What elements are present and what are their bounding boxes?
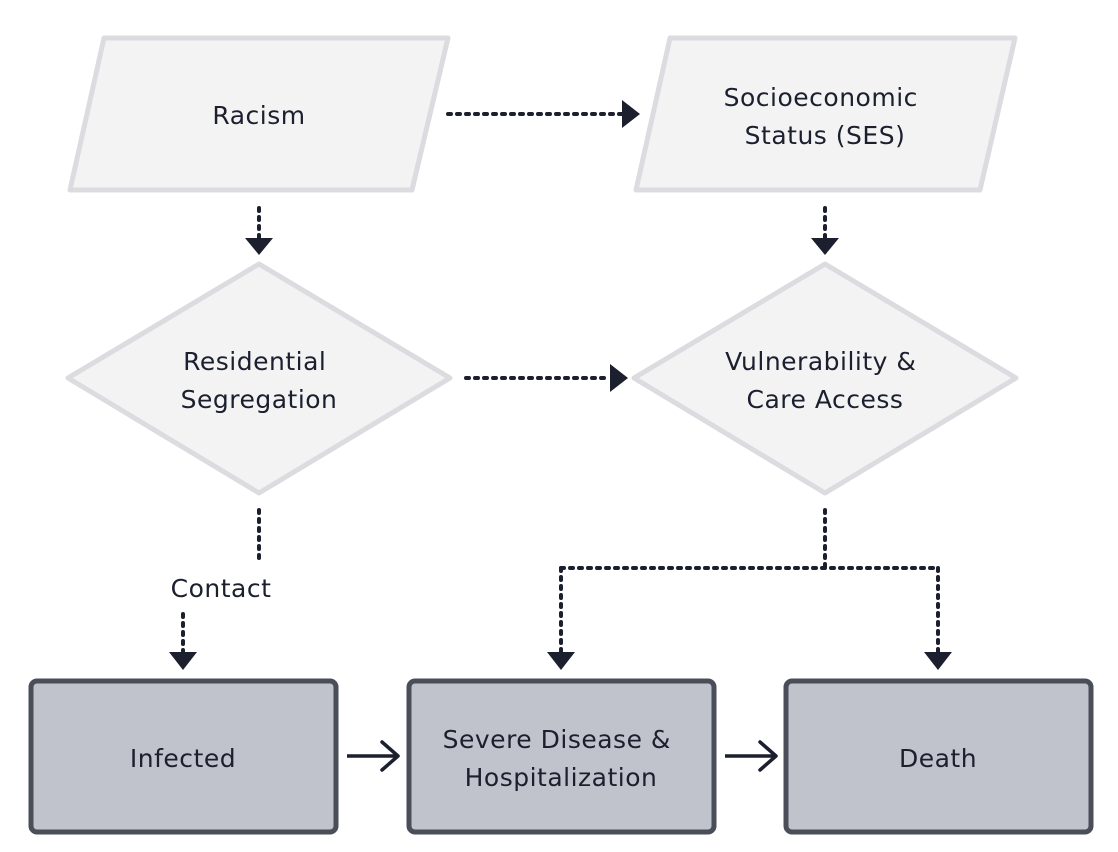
node-severe-label: Severe Disease & Hospitalization: [443, 725, 680, 792]
node-segregation-line-2: Segregation: [181, 385, 338, 414]
node-infected-label: Infected: [130, 744, 236, 773]
node-segregation-label: Residential Segregation: [181, 347, 338, 414]
edge-contact-label: Contact: [171, 574, 272, 603]
arrow-right-icon: [758, 740, 778, 772]
node-death-line-1: Death: [899, 744, 977, 773]
edge-infected-to-severe: [347, 740, 400, 772]
node-severe-line-1: Severe Disease &: [443, 725, 671, 754]
node-segregation-line-1: Residential: [183, 347, 326, 376]
node-infected-shape: [28, 678, 339, 835]
node-death-shape: [783, 678, 1094, 835]
edge-ses-to-vulnerability: [811, 206, 839, 255]
edge-severe-to-death: [725, 740, 778, 772]
node-ses-label: Socioeconomic Status (SES): [724, 83, 927, 150]
node-racism: Racism: [67, 35, 451, 193]
arrowhead-icon: [547, 652, 575, 670]
node-vulnerability: Vulnerability & Care Access: [631, 261, 1019, 496]
arrowhead-icon: [169, 652, 197, 670]
node-vulnerability-line-2: Care Access: [747, 385, 904, 414]
node-ses: Socioeconomic Status (SES): [633, 35, 1018, 193]
node-death: Death: [783, 678, 1094, 835]
node-ses-line-2: Status (SES): [745, 121, 906, 150]
arrow-right-icon: [380, 740, 400, 772]
arrowhead-icon: [622, 100, 640, 128]
edge-segregation-to-vulnerability: [464, 364, 628, 392]
node-severe-line-2: Hospitalization: [465, 763, 658, 792]
edge-racism-to-ses: [446, 100, 640, 128]
node-vulnerability-shape: [631, 261, 1019, 496]
edge-vulnerability-branch: [547, 508, 952, 670]
arrowhead-icon: [811, 238, 839, 255]
node-death-label: Death: [899, 744, 977, 773]
arrowhead-icon: [610, 364, 628, 392]
node-segregation: Residential Segregation: [65, 261, 453, 496]
node-vulnerability-line-1: Vulnerability &: [725, 347, 916, 376]
node-infected: Infected: [28, 678, 339, 835]
edge-segregation-to-infected: Contact: [169, 508, 272, 670]
arrowhead-icon: [245, 238, 273, 255]
node-racism-line-1: Racism: [212, 101, 305, 130]
node-vulnerability-label: Vulnerability & Care Access: [725, 347, 925, 414]
node-racism-label: Racism: [212, 101, 305, 130]
node-severe: Severe Disease & Hospitalization: [406, 678, 717, 835]
node-segregation-shape: [65, 261, 453, 496]
node-infected-line-1: Infected: [130, 744, 236, 773]
arrowhead-icon: [924, 652, 952, 670]
edge-racism-to-segregation: [245, 206, 273, 255]
node-severe-shape: [406, 678, 717, 835]
node-ses-shape: [633, 35, 1018, 193]
node-ses-line-1: Socioeconomic: [724, 83, 918, 112]
node-racism-shape: [67, 35, 451, 193]
